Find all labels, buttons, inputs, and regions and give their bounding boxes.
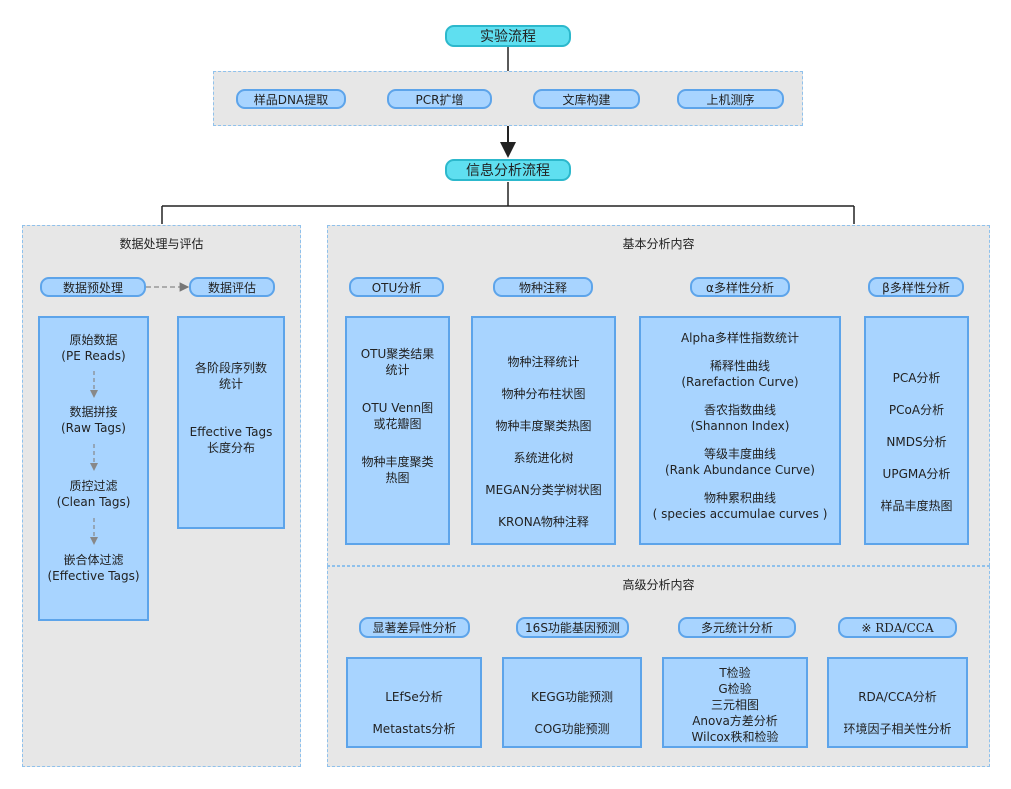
multivariate-item: 三元相图 — [710, 698, 759, 712]
function-prediction-item: COG功能预测 — [534, 722, 610, 736]
species-annotation-item: 系统进化树 — [513, 451, 574, 465]
multivariate-label: 多元统计分析 — [678, 617, 796, 638]
rda-cca-item: RDA/CCA分析 — [858, 690, 937, 704]
significance-item: LEfSe分析 — [385, 690, 443, 704]
multivariate-item: T检验 — [719, 666, 751, 680]
species-annotation-item: KRONA物种注释 — [498, 515, 589, 529]
species-annotation-box: 物种注释统计 物种分布柱状图 物种丰度聚类热图 系统进化树 MEGAN分类学树状… — [471, 316, 616, 545]
analysis-title: 信息分析流程 — [445, 159, 571, 181]
multivariate-item: G检验 — [718, 682, 752, 696]
step-dna-extraction: 样品DNA提取 — [236, 89, 346, 109]
beta-diversity-label: β多样性分析 — [868, 277, 964, 297]
alpha-item: Alpha多样性指数统计 — [680, 331, 800, 345]
otu-item: 物种丰度聚类热图 — [361, 455, 434, 485]
basic-analysis-title: 基本分析内容 — [622, 237, 695, 251]
down-arrow-icon — [89, 364, 99, 404]
significance-label: 显著差异性分析 — [359, 617, 470, 638]
multivariate-box: T检验 G检验 三元相图 Anova方差分析 Wilcox秩和检验 — [662, 657, 808, 748]
species-annotation-item: MEGAN分类学树状图 — [485, 483, 602, 497]
function-prediction-item: KEGG功能预测 — [530, 690, 614, 704]
alpha-item: 等级丰度曲线(Rank Abundance Curve) — [665, 447, 815, 477]
evaluate-box: 各阶段序列数 统计 Effective Tags 长度分布 — [177, 316, 285, 529]
step-sequencing: 上机测序 — [677, 89, 784, 109]
preprocess-step: 嵌合体过滤 (Effective Tags) — [47, 553, 140, 583]
experiment-title: 实验流程 — [445, 25, 571, 47]
species-annotation-item: 物种丰度聚类热图 — [495, 419, 592, 433]
alpha-diversity-label: α多样性分析 — [690, 277, 790, 297]
function-prediction-label: 16S功能基因预测 — [516, 617, 629, 638]
multivariate-item: Wilcox秩和检验 — [691, 730, 779, 744]
rda-cca-label: ※ RDA/CCA — [838, 617, 957, 638]
preprocess-step: 质控过滤 (Clean Tags) — [56, 479, 131, 509]
step-pcr: PCR扩增 — [387, 89, 492, 109]
alpha-diversity-box: Alpha多样性指数统计 稀释性曲线(Rarefaction Curve) 香农… — [639, 316, 841, 545]
preprocess-box: 原始数据 (PE Reads) 数据拼接 (Raw Tags) 质控过滤 (Cl… — [38, 316, 149, 621]
evaluate-label: 数据评估 — [189, 277, 275, 297]
rda-cca-item: 环境因子相关性分析 — [843, 722, 952, 736]
beta-item: UPGMA分析 — [882, 467, 951, 481]
preprocess-label: 数据预处理 — [40, 277, 146, 297]
beta-item: PCA分析 — [892, 371, 941, 385]
preprocess-step: 原始数据 (PE Reads) — [61, 333, 126, 363]
species-annotation-label: 物种注释 — [493, 277, 593, 297]
evaluate-item: Effective Tags 长度分布 — [189, 425, 273, 455]
significance-item: Metastats分析 — [372, 722, 456, 736]
down-arrow-icon — [89, 436, 99, 478]
species-annotation-item: 物种注释统计 — [507, 355, 580, 369]
function-prediction-box: KEGG功能预测 COG功能预测 — [502, 657, 642, 748]
otu-item: OTU聚类结果统计 — [360, 347, 435, 377]
beta-item: PCoA分析 — [888, 403, 945, 417]
significance-box: LEfSe分析 Metastats分析 — [346, 657, 482, 748]
evaluate-item: 各阶段序列数 统计 — [194, 361, 267, 391]
preprocess-step: 数据拼接 (Raw Tags) — [61, 405, 126, 435]
alpha-item: 物种累积曲线( species accumulae curves ) — [652, 491, 828, 521]
step-library-build: 文库构建 — [533, 89, 640, 109]
beta-item: 样品丰度热图 — [880, 499, 953, 513]
advanced-analysis-title: 高级分析内容 — [622, 578, 695, 592]
alpha-item: 香农指数曲线(Shannon Index) — [690, 403, 790, 433]
beta-diversity-box: PCA分析 PCoA分析 NMDS分析 UPGMA分析 样品丰度热图 — [864, 316, 969, 545]
data-processing-title: 数据处理与评估 — [119, 237, 204, 251]
otu-box: OTU聚类结果统计 OTU Venn图或花瓣图 物种丰度聚类热图 — [345, 316, 450, 545]
beta-item: NMDS分析 — [886, 435, 947, 449]
species-annotation-item: 物种分布柱状图 — [501, 387, 586, 401]
rda-cca-box: RDA/CCA分析 环境因子相关性分析 — [827, 657, 968, 748]
otu-label: OTU分析 — [349, 277, 444, 297]
otu-item: OTU Venn图或花瓣图 — [361, 401, 434, 431]
multivariate-item: Anova方差分析 — [692, 714, 778, 728]
alpha-item: 稀释性曲线(Rarefaction Curve) — [681, 359, 799, 389]
down-arrow-icon — [89, 510, 99, 552]
